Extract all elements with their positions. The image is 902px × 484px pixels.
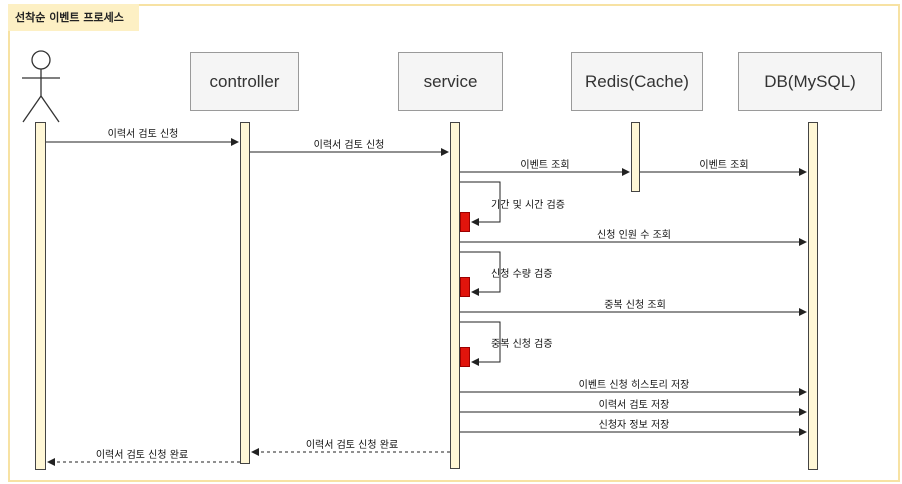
activation-service (450, 122, 460, 469)
message-label-m5: 기간 및 시간 검증 (491, 200, 565, 211)
message-label-m4: 이벤트 조회 (699, 160, 749, 171)
arrow-m5 (460, 181, 501, 226)
activation-db (808, 122, 818, 470)
message-label-m6: 신청 인원 수 조회 (597, 230, 671, 241)
message-label-m12: 신청자 정보 저장 (598, 420, 670, 431)
message-label-m13: 이력서 검토 신청 완료 (305, 440, 399, 451)
participant-db: DB(MySQL) (738, 52, 882, 111)
arrow-m7 (460, 251, 501, 296)
activation-controller (240, 122, 250, 464)
activation-redis (631, 122, 640, 192)
message-label-m14: 이력서 검토 신청 완료 (95, 450, 189, 461)
actor-icon (22, 50, 60, 123)
message-label-m2: 이력서 검토 신청 (313, 140, 385, 151)
message-label-m11: 이력서 검토 저장 (598, 400, 670, 411)
participant-service: service (398, 52, 503, 111)
title-tab (8, 4, 139, 31)
message-label-m8: 중복 신청 조회 (604, 300, 666, 311)
diagram-frame (8, 4, 900, 482)
message-label-m3: 이벤트 조회 (520, 160, 570, 171)
validation-marker-duplicate (460, 347, 470, 367)
arrow-m9 (460, 321, 501, 366)
participant-redis: Redis(Cache) (571, 52, 703, 111)
message-label-m9: 중복 신청 검증 (491, 339, 553, 350)
message-label-m1: 이력서 검토 신청 (107, 129, 179, 140)
validation-marker-period (460, 212, 470, 232)
message-label-m10: 이벤트 신청 히스토리 저장 (578, 380, 690, 391)
activation-actor (35, 122, 46, 470)
message-label-m7: 신청 수량 검증 (491, 269, 553, 280)
diagram-title: 선착순 이벤트 프로세스 (15, 11, 124, 24)
validation-marker-quantity (460, 277, 470, 297)
participant-controller: controller (190, 52, 299, 111)
